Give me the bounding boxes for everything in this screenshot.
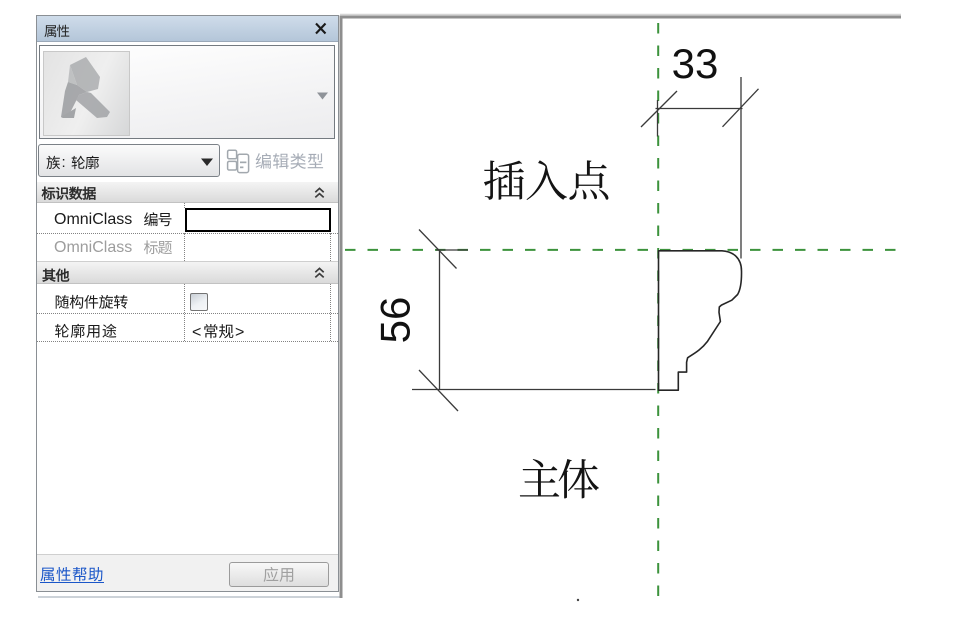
svg-text:>: >	[235, 324, 244, 341]
svg-text:56: 56	[372, 297, 419, 344]
svg-text:33: 33	[672, 40, 719, 87]
svg-text::: :	[62, 154, 66, 171]
svg-text:OmniClass: OmniClass	[54, 239, 132, 256]
svg-text:OmniClass: OmniClass	[54, 211, 132, 228]
svg-text:<: <	[192, 324, 201, 341]
